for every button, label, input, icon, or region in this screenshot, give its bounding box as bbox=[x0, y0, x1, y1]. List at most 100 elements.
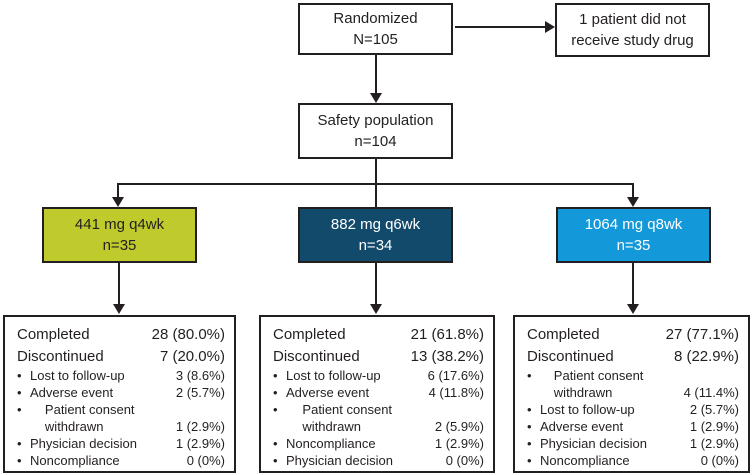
randomized-title: Randomized bbox=[333, 10, 418, 27]
reason-label: Noncompliance bbox=[30, 453, 120, 468]
reason-value: 6 (17.6%) bbox=[427, 368, 484, 383]
connector-arm2-to-outcome2 bbox=[375, 263, 377, 304]
arm1-n: n=35 bbox=[102, 237, 137, 254]
completed-value: 21 (61.8%) bbox=[410, 326, 484, 343]
arm-box-441mg-q4wk: 441 mg q4wk n=35 bbox=[42, 207, 197, 263]
reason-value: 2 (5.9%) bbox=[434, 419, 484, 434]
reason-value: 4 (11.8%) bbox=[428, 385, 484, 400]
reason-row: • Adverse event 4 (11.8%) bbox=[273, 384, 484, 401]
outcome-box-arm3: Completed 27 (77.1%) Discontinued 8 (22.… bbox=[513, 315, 750, 473]
completed-label: Completed bbox=[527, 326, 600, 343]
randomized-n: N=105 bbox=[353, 31, 398, 48]
connector-safety-to-branch bbox=[375, 159, 377, 184]
randomized-box: Randomized N=105 bbox=[298, 3, 453, 55]
arrowhead-into-safety-icon bbox=[370, 93, 382, 103]
reason-row: • Noncompliance 1 (2.9%) bbox=[273, 435, 484, 452]
bullet-icon: • bbox=[17, 368, 22, 383]
reason-label: Lost to follow-up bbox=[540, 402, 635, 417]
safety-population-box: Safety population n=104 bbox=[298, 103, 453, 159]
discontinued-row: Discontinued 7 (20.0%) bbox=[17, 346, 225, 368]
reason-row: • Lost to follow-up 3 (8.6%) bbox=[17, 367, 225, 384]
bullet-icon: • bbox=[273, 453, 278, 468]
connector-randomized-to-not-treated bbox=[455, 26, 545, 28]
reason-row: • Noncompliance 0 (0%) bbox=[527, 452, 739, 469]
bullet-icon: • bbox=[17, 436, 22, 451]
bullet-icon: • bbox=[17, 385, 22, 400]
reason-value: 1 (2.9%) bbox=[175, 436, 225, 451]
connector-branch-to-arm1 bbox=[117, 185, 119, 197]
reason-value: 1 (2.9%) bbox=[434, 436, 484, 451]
bullet-icon: • bbox=[17, 402, 22, 417]
connector-arm1-to-outcome1 bbox=[118, 263, 120, 304]
arrowhead-into-outcome3-icon bbox=[627, 304, 639, 314]
reason-row: • Patient consent withdrawn 2 (5.9%) bbox=[273, 401, 484, 435]
bullet-icon: • bbox=[527, 419, 532, 434]
completed-row: Completed 28 (80.0%) bbox=[17, 324, 225, 346]
reason-row: • Noncompliance 0 (0%) bbox=[17, 452, 225, 469]
bullet-icon: • bbox=[273, 436, 278, 451]
arm2-n: n=34 bbox=[358, 237, 393, 254]
not-treated-box: 1 patient did not receive study drug bbox=[555, 3, 710, 57]
reason-label: Lost to follow-up bbox=[30, 368, 125, 383]
reason-label: Patient consent withdrawn bbox=[553, 368, 644, 400]
outcome-box-arm2: Completed 21 (61.8%) Discontinued 13 (38… bbox=[259, 315, 495, 473]
completed-row: Completed 27 (77.1%) bbox=[527, 324, 739, 346]
not-treated-line1: 1 patient did not bbox=[579, 11, 686, 28]
discontinued-row: Discontinued 13 (38.2%) bbox=[273, 346, 484, 368]
reason-label: Physician decision bbox=[286, 453, 393, 468]
arrowhead-into-arm1-icon bbox=[112, 197, 124, 207]
discontinued-value: 7 (20.0%) bbox=[159, 347, 225, 365]
branch-line bbox=[117, 183, 634, 185]
bullet-icon: • bbox=[527, 402, 532, 417]
safety-title: Safety population bbox=[317, 112, 434, 129]
discontinued-value: 8 (22.9%) bbox=[673, 347, 739, 365]
reason-label: Adverse event bbox=[286, 385, 370, 400]
reason-value: 2 (5.7%) bbox=[175, 385, 225, 400]
arm2-dose: 882 mg q6wk bbox=[330, 216, 421, 233]
reason-value: 2 (5.7%) bbox=[689, 402, 739, 417]
bullet-icon: • bbox=[527, 453, 532, 468]
arrowhead-into-outcome1-icon bbox=[113, 304, 125, 314]
connector-branch-to-arm3 bbox=[632, 185, 634, 197]
reason-value: 1 (2.9%) bbox=[689, 436, 739, 451]
arm-box-882mg-q6wk: 882 mg q6wk n=34 bbox=[298, 207, 453, 263]
discontinued-label: Discontinued bbox=[527, 347, 614, 365]
connector-branch-to-arm2 bbox=[375, 185, 377, 207]
completed-value: 28 (80.0%) bbox=[151, 326, 225, 343]
reason-row: • Lost to follow-up 6 (17.6%) bbox=[273, 367, 484, 384]
reason-label: Patient consent withdrawn bbox=[302, 402, 393, 434]
reason-label: Physician decision bbox=[540, 436, 647, 451]
reason-label: Lost to follow-up bbox=[286, 368, 381, 383]
bullet-icon: • bbox=[273, 402, 278, 417]
bullet-icon: • bbox=[527, 436, 532, 451]
reason-row: • Lost to follow-up 2 (5.7%) bbox=[527, 401, 739, 418]
reason-value: 3 (8.6%) bbox=[175, 368, 225, 383]
reason-label: Noncompliance bbox=[286, 436, 376, 451]
arm1-dose: 441 mg q4wk bbox=[74, 216, 165, 233]
completed-label: Completed bbox=[17, 326, 90, 343]
arm-box-1064mg-q8wk: 1064 mg q8wk n=35 bbox=[556, 207, 711, 263]
bullet-icon: • bbox=[17, 453, 22, 468]
bullet-icon: • bbox=[527, 368, 532, 383]
reason-row: • Patient consent withdrawn 1 (2.9%) bbox=[17, 401, 225, 435]
arrowhead-into-not-treated-icon bbox=[545, 21, 555, 33]
arrowhead-into-arm3-icon bbox=[627, 197, 639, 207]
reason-row: • Patient consent withdrawn 4 (11.4%) bbox=[527, 367, 739, 401]
discontinued-row: Discontinued 8 (22.9%) bbox=[527, 346, 739, 368]
completed-value: 27 (77.1%) bbox=[665, 326, 739, 343]
reason-row: • Physician decision 0 (0%) bbox=[273, 452, 484, 469]
reason-value: 0 (0%) bbox=[186, 453, 225, 468]
reason-label: Adverse event bbox=[540, 419, 624, 434]
arm3-n: n=35 bbox=[616, 237, 651, 254]
reason-value: 1 (2.9%) bbox=[175, 419, 225, 434]
completed-row: Completed 21 (61.8%) bbox=[273, 324, 484, 346]
discontinued-label: Discontinued bbox=[273, 347, 360, 365]
reason-label: Physician decision bbox=[30, 436, 137, 451]
connector-arm3-to-outcome3 bbox=[632, 263, 634, 304]
connector-randomized-to-safety bbox=[375, 55, 377, 94]
reason-value: 0 (0%) bbox=[700, 453, 739, 468]
reason-value: 0 (0%) bbox=[445, 453, 484, 468]
reason-row: • Adverse event 1 (2.9%) bbox=[527, 418, 739, 435]
bullet-icon: • bbox=[273, 368, 278, 383]
